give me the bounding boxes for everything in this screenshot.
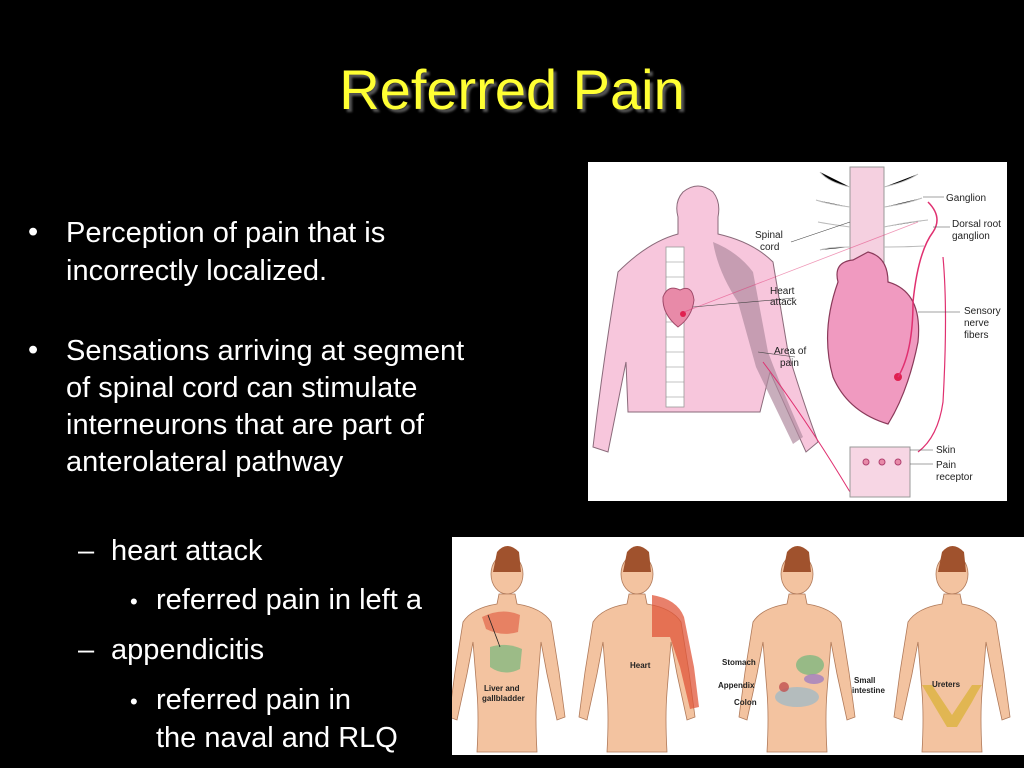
label-sensory-1: Sensory bbox=[964, 306, 1001, 317]
heart-referred-area bbox=[652, 595, 699, 709]
appendicitis-detail-line-1: referred pain in bbox=[156, 684, 352, 716]
label-sensory-2: nerve bbox=[964, 318, 989, 329]
label-appendix: Appendix bbox=[718, 681, 755, 690]
liver-referred-area bbox=[482, 611, 520, 634]
label-ureters: Ureters bbox=[932, 680, 961, 689]
sub-bullet-glyph: • bbox=[130, 689, 138, 714]
diagram-illustration: Ganglion Dorsal root ganglion Spinal cor… bbox=[592, 166, 1001, 498]
skin-section bbox=[849, 446, 911, 498]
label-skin: Skin bbox=[936, 445, 955, 456]
dash-glyph: – bbox=[78, 634, 95, 666]
torso-spine bbox=[665, 246, 685, 408]
slide-title: Referred Pain bbox=[339, 58, 685, 121]
label-heart-attack-2: attack bbox=[770, 297, 798, 308]
bullet-glyph: • bbox=[28, 334, 39, 366]
ureters-area bbox=[922, 685, 982, 727]
bullet-2-line-1: Sensations arriving at segment bbox=[66, 335, 465, 367]
example-heart-attack: heart attack bbox=[111, 535, 263, 567]
stomach-area bbox=[796, 655, 824, 675]
label-small-2: intestine bbox=[852, 686, 885, 695]
label-area-2: pain bbox=[780, 358, 799, 369]
referred-pain-body-figures: Liver and gallbladder Heart Stomach Appe… bbox=[452, 537, 1024, 755]
example-heart-attack-detail: referred pain in left a bbox=[156, 584, 422, 616]
small-intestine-area bbox=[804, 674, 824, 684]
label-heart: Heart bbox=[630, 661, 651, 670]
example-appendicitis-detail: referred pain in the naval and RLQ bbox=[156, 681, 398, 757]
label-dorsal-root-2: ganglion bbox=[952, 231, 990, 242]
sub-bullet-glyph: • bbox=[130, 589, 138, 614]
label-pain-receptor-1: Pain bbox=[936, 460, 956, 471]
bullet-2-line-3: interneurons that are part of bbox=[66, 409, 424, 441]
label-liver-1: Liver and bbox=[484, 684, 520, 693]
label-colon: Colon bbox=[734, 698, 757, 707]
label-area-1: Area of bbox=[774, 346, 806, 357]
bullet-2: Sensations arriving at segment of spinal… bbox=[66, 333, 464, 481]
label-sensory-3: fibers bbox=[964, 330, 988, 341]
label-spinal-1: Spinal bbox=[755, 230, 783, 241]
appendicitis-detail-line-2: the naval and RLQ bbox=[156, 722, 398, 754]
large-heart bbox=[826, 251, 920, 425]
body-figures-illustration: Liver and gallbladder Heart Stomach Appe… bbox=[452, 545, 1011, 753]
bullet-1-line-1: Perception of pain that is bbox=[66, 217, 386, 249]
bullet-2-line-4: anterolateral pathway bbox=[66, 446, 344, 478]
referred-pain-diagram: Ganglion Dorsal root ganglion Spinal cor… bbox=[588, 162, 1007, 501]
bullet-2-line-2: of spinal cord can stimulate bbox=[66, 372, 418, 404]
sensory-nerve bbox=[897, 201, 938, 378]
label-liver-2: gallbladder bbox=[482, 694, 525, 703]
liver-organ-area bbox=[490, 644, 522, 673]
dash-glyph: – bbox=[78, 535, 95, 567]
example-appendicitis: appendicitis bbox=[111, 634, 265, 666]
label-ganglion: Ganglion bbox=[946, 193, 986, 204]
appendix-area bbox=[779, 682, 789, 692]
small-heart bbox=[662, 287, 695, 328]
bullet-1-line-2: incorrectly localized. bbox=[66, 255, 328, 287]
bullet-1: Perception of pain that is incorrectly l… bbox=[66, 214, 385, 290]
label-pain-receptor-2: receptor bbox=[936, 472, 973, 483]
bullet-glyph: • bbox=[28, 216, 39, 248]
colon-area bbox=[775, 687, 819, 707]
label-stomach: Stomach bbox=[722, 658, 756, 667]
label-small-1: Small bbox=[854, 676, 875, 685]
label-heart-attack-1: Heart bbox=[770, 286, 795, 297]
label-dorsal-root-1: Dorsal root bbox=[952, 219, 1001, 230]
figure-abdomen bbox=[738, 545, 856, 753]
label-spinal-2: cord bbox=[760, 242, 779, 253]
torso-figure bbox=[592, 185, 819, 453]
